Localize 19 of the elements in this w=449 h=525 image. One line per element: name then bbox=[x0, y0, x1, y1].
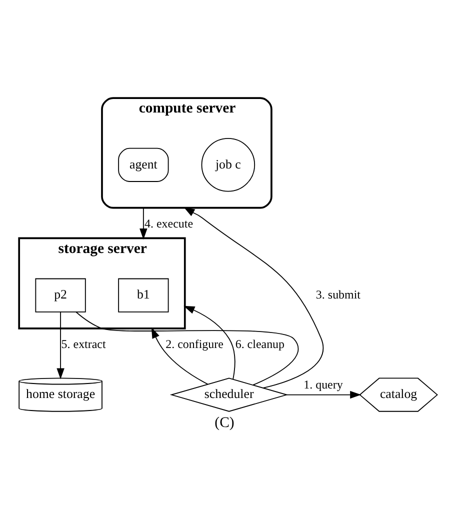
edge-label: 3. submit bbox=[316, 286, 361, 301]
arrow bbox=[56, 310, 64, 379]
arrow bbox=[184, 305, 236, 380]
edge-label: 2. configure bbox=[166, 336, 224, 351]
edge-label: 1. query bbox=[304, 377, 343, 392]
node-diamond: scheduler bbox=[170, 377, 288, 412]
node-circle: job c bbox=[201, 138, 256, 192]
edge-label: 4. execute bbox=[144, 216, 194, 230]
arrow bbox=[140, 206, 148, 240]
edge-label: 6. cleanup bbox=[235, 336, 285, 351]
caption: (C) bbox=[214, 414, 234, 430]
arrow bbox=[184, 206, 324, 388]
edge-label: 5. extract bbox=[61, 336, 106, 351]
node-box: agent bbox=[118, 147, 169, 182]
node-box: p2 bbox=[35, 278, 86, 312]
arrow bbox=[151, 326, 208, 384]
arrow bbox=[286, 390, 362, 398]
connector bbox=[76, 311, 299, 385]
node-box: b1 bbox=[118, 278, 169, 312]
